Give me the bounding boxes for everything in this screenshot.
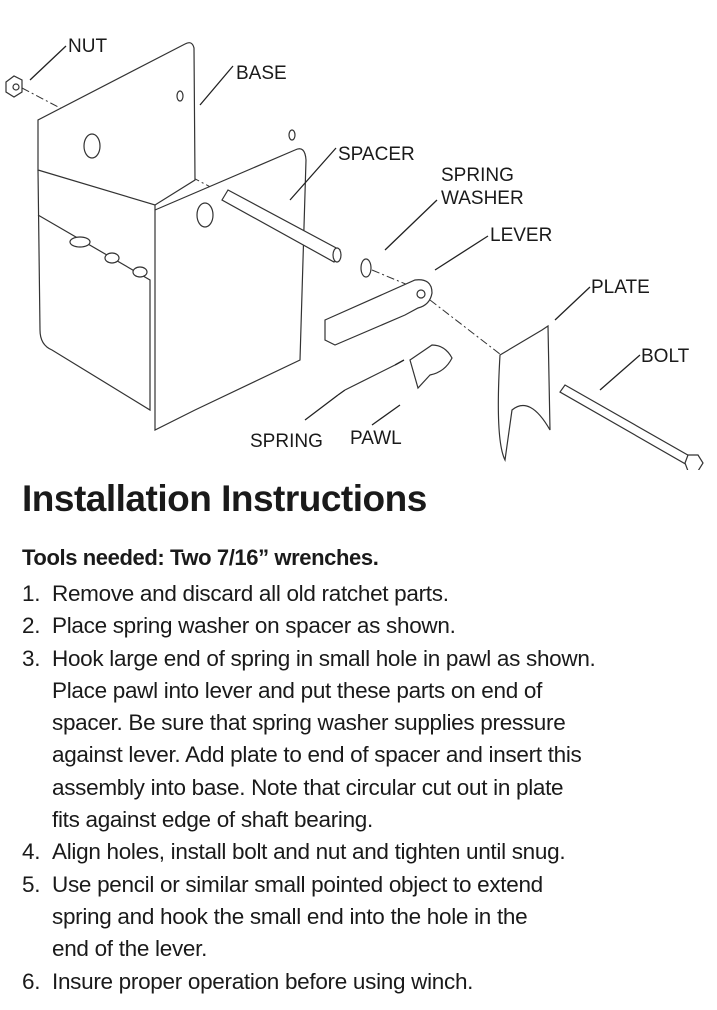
label-nut: NUT — [68, 36, 107, 57]
step-text-line: Align holes, install bolt and nut and ti… — [52, 839, 566, 865]
instruction-step: 4. Align holes, install bolt and nut and … — [22, 836, 596, 868]
label-spring-washer-line1: SPRING — [441, 165, 514, 186]
base-part — [37, 42, 307, 431]
label-base: BASE — [236, 63, 287, 84]
step-text-line: against lever. Add plate to end of space… — [52, 742, 582, 768]
label-spring: SPRING — [250, 431, 323, 452]
tools-needed: Tools needed: Two 7/16” wrenches. — [22, 545, 379, 570]
step-number: 3. — [22, 645, 41, 671]
spring-part — [337, 359, 405, 396]
step-text-line: Remove and discard all old ratchet parts… — [52, 581, 449, 606]
exploded-parts-diagram: NUT BASE SPACER SPRING WASHER LEVER PLAT… — [5, 36, 704, 470]
step-number: 1. — [22, 581, 41, 606]
step-text-line: spacer. Be sure that spring washer suppl… — [52, 710, 566, 736]
instruction-step: 6. Insure proper operation before using w… — [22, 966, 596, 998]
label-pawl: PAWL — [350, 428, 402, 449]
instruction-step: 1. Remove and discard all old ratchet par… — [22, 578, 596, 610]
label-spring-washer-line2: WASHER — [441, 188, 524, 209]
step-text-line: assembly into base. Note that circular c… — [52, 774, 564, 800]
step-number: 5. — [22, 871, 41, 897]
step-text-line: Hook large end of spring in small hole i… — [52, 645, 596, 671]
step-text-line: Use pencil or similar small pointed obje… — [52, 871, 543, 897]
pawl-part — [409, 344, 453, 390]
instruction-step: 2. Place spring washer on spacer as shown… — [22, 610, 596, 642]
label-bolt: BOLT — [641, 346, 690, 367]
step-text-line: Insure proper operation before using win… — [52, 968, 474, 994]
step-number: 2. — [22, 613, 41, 639]
instruction-steps: 1. Remove and discard all old ratchet par… — [22, 578, 596, 998]
plate-part — [497, 324, 551, 462]
step-number: 4. — [22, 839, 41, 865]
nut-part — [5, 75, 23, 98]
spacer-part — [221, 189, 342, 263]
instruction-step: 5. Use pencil or similar small pointed ob… — [22, 869, 596, 966]
spring-washer-part — [360, 258, 372, 278]
step-text-line: end of the lever. — [52, 936, 208, 962]
lever-part — [324, 279, 433, 346]
step-text-line: Place spring washer on spacer as shown. — [52, 613, 456, 639]
label-spacer: SPACER — [338, 144, 415, 165]
bolt-part — [559, 384, 704, 470]
step-text-line: fits against edge of shaft bearing. — [52, 807, 373, 833]
label-plate: PLATE — [591, 277, 650, 298]
step-number: 6. — [22, 968, 41, 994]
step-text-line: Place pawl into lever and put these part… — [52, 677, 543, 703]
instruction-step: 3. Hook large end of spring in small hole… — [22, 643, 596, 837]
page-title: Installation Instructions — [22, 478, 427, 519]
step-text-line: spring and hook the small end into the h… — [52, 903, 528, 929]
label-lever: LEVER — [490, 225, 552, 246]
